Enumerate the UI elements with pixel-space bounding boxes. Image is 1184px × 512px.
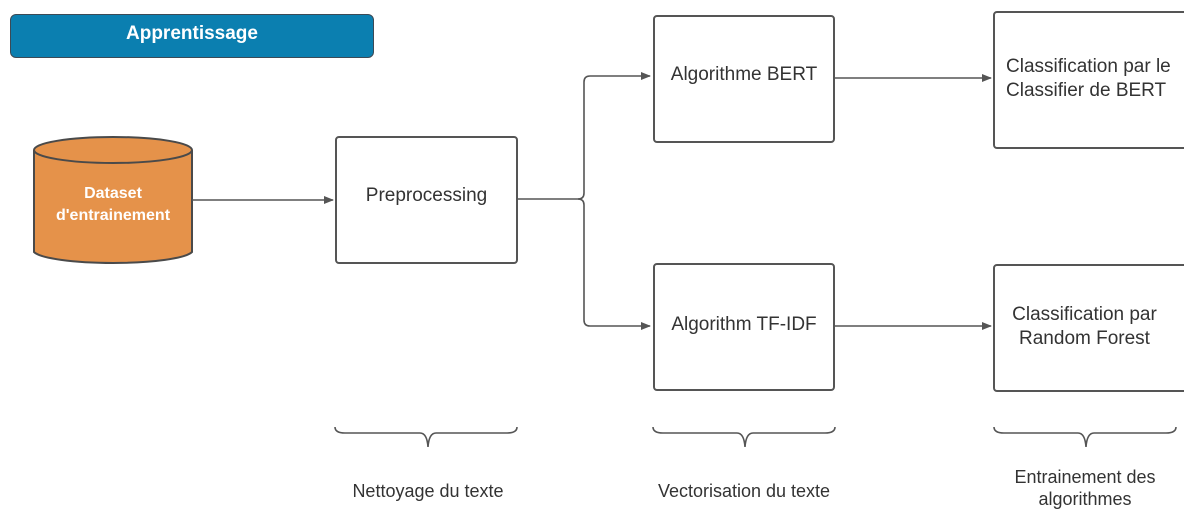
tfidf-label: Algorithm TF-IDF [671,314,817,335]
bert-label: Algorithme BERT [670,64,818,85]
banner-apprentissage [10,14,374,58]
bert-box [653,15,835,143]
arrow-preprocessing-to-bert [518,72,651,200]
dataset-label-line2: d'entrainement [55,207,171,224]
preprocessing-label: Preprocessing [365,185,488,206]
random-forest-box [993,264,1184,392]
banner-title: Apprentissage [126,23,258,44]
arrow-preprocessing-to-tfidf [577,198,651,330]
classifier-bert-label-line2: Classifier de BERT [1006,80,1167,101]
caption-vectorisation: Vectorisation du texte [657,481,831,501]
caption-training-line2: algorithmes [1038,489,1132,509]
random-forest-label-line2: Random Forest [1019,328,1150,349]
dataset-cylinder [33,136,193,264]
caption-training-line1: Entrainement des [1014,467,1156,487]
tfidf-box [653,263,835,391]
brace-cleaning [334,426,518,448]
brace-training [993,426,1177,448]
preprocessing-box [335,136,518,264]
classifier-bert-label-line1: Classification par le [1006,56,1171,77]
caption-cleaning: Nettoyage du texte [352,481,504,501]
caption-training: Entrainement des algorithmes [980,466,1184,510]
random-forest-label-line1: Classification par [1012,304,1157,325]
dataset-label-line1: Dataset [84,185,142,202]
brace-vectorisation [652,426,836,448]
dataset-label: Dataset d'entrainement [34,183,192,227]
classifier-bert-box [993,11,1184,149]
